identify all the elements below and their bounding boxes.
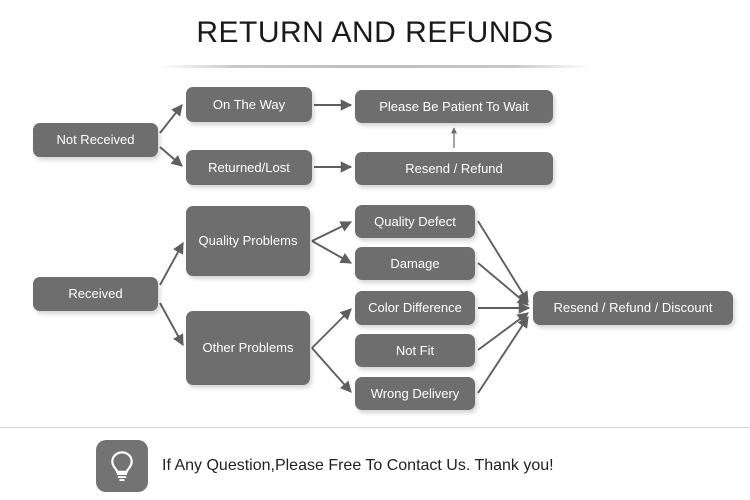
edge-damage-to-resolution [477, 262, 529, 306]
edge-received-to-quality-problems [159, 242, 184, 286]
node-other-problems[interactable]: Other Problems [186, 311, 310, 385]
footer-divider [0, 427, 750, 428]
edge-quality-defect-to-resolution [477, 220, 529, 303]
node-damage[interactable]: Damage [355, 247, 475, 280]
edge-other-problems-to-wrong-delivery [311, 347, 352, 393]
node-received[interactable]: Received [33, 277, 158, 311]
node-returned-lost[interactable]: Returned/Lost [186, 150, 312, 185]
edge-received-to-other-problems [159, 302, 184, 346]
edge-other-problems-to-color-difference [311, 308, 352, 349]
lightbulb-icon [96, 440, 148, 492]
node-color-difference[interactable]: Color Difference [355, 291, 475, 325]
node-resend-refund[interactable]: Resend / Refund [355, 152, 553, 185]
edge-wrong-delivery-to-resolution [477, 316, 529, 394]
footer-contact-banner: If Any Question,Please Free To Contact U… [96, 440, 554, 492]
edge-quality-problems-to-quality-defect [311, 221, 353, 242]
node-quality-problems[interactable]: Quality Problems [186, 206, 310, 276]
node-please-be-patient-to-wait[interactable]: Please Be Patient To Wait [355, 90, 553, 123]
node-not-received[interactable]: Not Received [33, 123, 158, 157]
page-title: RETURN AND REFUNDS [196, 16, 554, 49]
node-resend-refund-discount[interactable]: Resend / Refund / Discount [533, 291, 733, 325]
node-wrong-delivery[interactable]: Wrong Delivery [355, 377, 475, 410]
edge-not-fit-to-resolution [477, 312, 529, 351]
edge-not-received-to-returned-lost [159, 146, 183, 167]
edge-quality-problems-to-damage [311, 240, 352, 264]
node-quality-defect[interactable]: Quality Defect [355, 205, 475, 238]
footer-message: If Any Question,Please Free To Contact U… [162, 457, 554, 474]
edge-not-received-to-on-the-way [159, 104, 183, 134]
node-not-fit[interactable]: Not Fit [355, 334, 475, 367]
node-on-the-way[interactable]: On The Way [186, 87, 312, 122]
title-divider [160, 65, 590, 68]
